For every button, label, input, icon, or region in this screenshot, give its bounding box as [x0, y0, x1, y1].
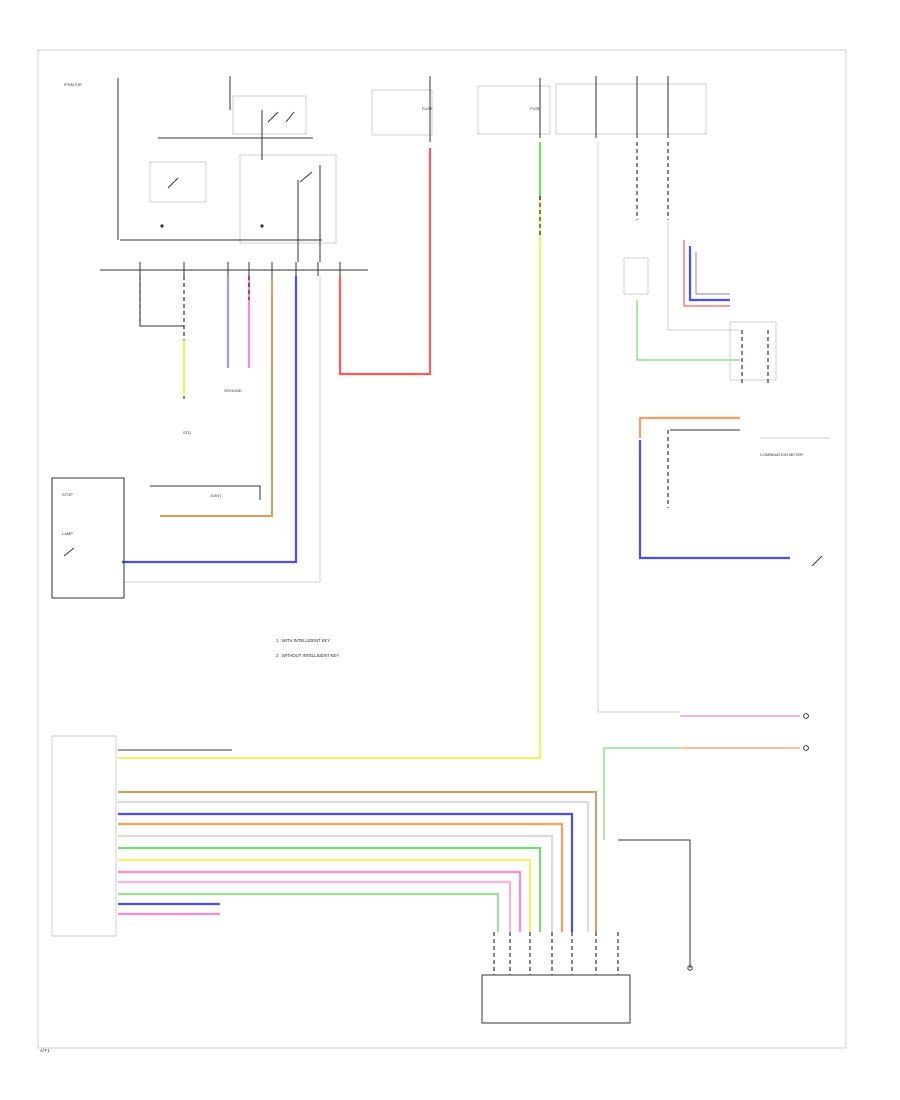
label-combination-meter: COMBINATION METER	[760, 452, 803, 457]
ecu-connector-block	[481, 974, 631, 1024]
fuse-block-2	[477, 85, 551, 135]
tcm-signal-bus	[118, 790, 598, 932]
bus-wire-lightgreen	[118, 892, 500, 932]
connector-pins	[139, 262, 341, 276]
ignition-switch-box	[232, 95, 307, 135]
bus-wire-orange	[118, 822, 564, 932]
fuse-section: FUSE FUSE	[371, 76, 707, 142]
ipdm-label: IPDM E/R	[64, 82, 82, 87]
sensor-box-right	[623, 257, 649, 295]
label-std: STD	[183, 430, 191, 435]
wire-blue-1	[122, 276, 298, 564]
relay-box-2	[239, 154, 337, 244]
label-lamp: LAMP	[62, 531, 73, 536]
stop-lamp-switch-box	[51, 477, 125, 599]
wire-red	[338, 148, 432, 376]
bus-junction-2	[260, 224, 264, 228]
footer-code: A/T-1	[40, 1048, 51, 1053]
wire-orange-right	[638, 416, 740, 438]
bus-wire-pink	[118, 870, 522, 932]
bus-wire-green	[118, 846, 542, 932]
tcm-box	[51, 735, 117, 937]
bus-wire-yellow	[118, 858, 532, 932]
wire-gray-1	[122, 276, 321, 583]
ground-terminal	[687, 965, 693, 971]
switch-contact-right	[811, 555, 823, 567]
relay-contact-2	[299, 171, 313, 183]
wire-blue-right	[638, 440, 790, 560]
wire-red-loop	[683, 240, 730, 307]
diagram-border	[37, 49, 847, 1049]
sensor-terminal-1	[803, 713, 809, 719]
wire-right-gray-horizontal	[667, 222, 740, 331]
switch-contact-left	[63, 547, 75, 557]
legend-item-1: 1 : WITH INTELLIGENT KEY	[276, 638, 330, 643]
ecu-connector-stubs	[493, 932, 619, 975]
wire-black-lower	[618, 839, 691, 968]
label-ground-1: GROUND	[224, 388, 242, 393]
relay-box-1	[149, 161, 207, 203]
relay-contact-1	[167, 177, 179, 189]
wire-tan	[160, 276, 274, 518]
legend-item-2: 2 : WITHOUT INTELLIGENT KEY	[276, 653, 339, 658]
label-stop: STOP	[62, 492, 73, 497]
wire-green-lower	[603, 747, 680, 840]
wire-left-gray-1	[139, 276, 184, 327]
combination-meter-box	[729, 321, 777, 381]
bus-wire-pink-2	[118, 880, 512, 932]
wire-yellow-main	[118, 142, 542, 760]
sensor-terminal-2	[803, 745, 809, 751]
bus-junction-1	[160, 224, 164, 228]
fuse-block-1	[371, 89, 433, 136]
label-fuse-2: FUSE	[530, 106, 541, 111]
wire-blue-loop	[688, 246, 730, 302]
bus-wire-blue	[118, 812, 574, 932]
wire-green-right	[636, 300, 740, 361]
switch-contact-2	[285, 111, 295, 123]
ignition-relay-section: IPDM E/R	[64, 76, 337, 262]
switch-contact-1	[267, 111, 279, 123]
wire-left-link	[150, 485, 261, 500]
bus-wire-tan	[118, 790, 598, 932]
fuse-block-3	[555, 83, 707, 135]
wire-right-gray-vertical	[597, 142, 680, 713]
bus-wire-lightgray-2	[118, 834, 554, 932]
wire-purple-loop	[695, 252, 730, 295]
bus-wire-lightgray	[118, 800, 590, 932]
label-joint-1: JOINT	[210, 493, 222, 498]
label-fuse-1: FUSE	[422, 106, 433, 111]
